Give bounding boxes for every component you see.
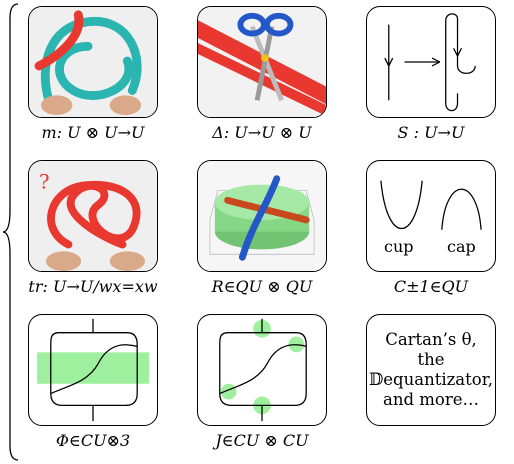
caption-cup-cap: C±1∈QU — [393, 277, 469, 296]
panel-antipode-diagram — [366, 6, 496, 118]
scissors-illustration — [198, 7, 326, 117]
caption-multiplication: m: U ⊗ U→U — [41, 123, 145, 142]
panel-twist-diagram — [197, 314, 327, 426]
tube-joining-illustration — [29, 7, 157, 117]
text-line-cartan: Cartan’s θ, — [385, 330, 477, 349]
caption-twist: J∈CU ⊗ CU — [215, 431, 309, 450]
panel-multiplication-photo — [28, 6, 158, 118]
cap-label: cap — [447, 237, 476, 256]
r-matrix-cylinder-illustration — [198, 161, 326, 271]
antipode-diagram — [384, 13, 476, 112]
associator-diagram — [37, 318, 149, 422]
panel-comultiplication-photo — [197, 6, 327, 118]
text-line-the: the — [417, 350, 445, 369]
cup-label: cup — [384, 237, 414, 256]
panel-r-matrix-render — [197, 160, 327, 272]
cup-cap-diagram — [380, 180, 482, 230]
knotted-tube-illustration: ? — [29, 161, 157, 271]
caption-comultiplication: Δ: U→U ⊗ U — [212, 123, 312, 142]
question-mark: ? — [39, 171, 50, 194]
caption-antipode: S : U→U — [397, 123, 465, 142]
caption-r-matrix: R∈QU ⊗ QU — [211, 277, 313, 296]
text-line-and-more: and more… — [382, 390, 479, 409]
panel-trace-photo: ? — [28, 160, 158, 272]
panel-cup-cap-diagram: cup cap — [366, 160, 496, 272]
text-line-dequantizator: 𝔻equantizator, — [368, 370, 494, 389]
twist-diagram — [219, 318, 307, 422]
caption-associator: Φ∈CU⊗3 — [55, 431, 131, 450]
left-brace — [2, 3, 19, 461]
panel-more-text: Cartan’s θ, the 𝔻equantizator, and more… — [366, 314, 496, 426]
panel-associator-diagram — [28, 314, 158, 426]
caption-trace: tr: U→U/wx=xw — [28, 277, 158, 296]
